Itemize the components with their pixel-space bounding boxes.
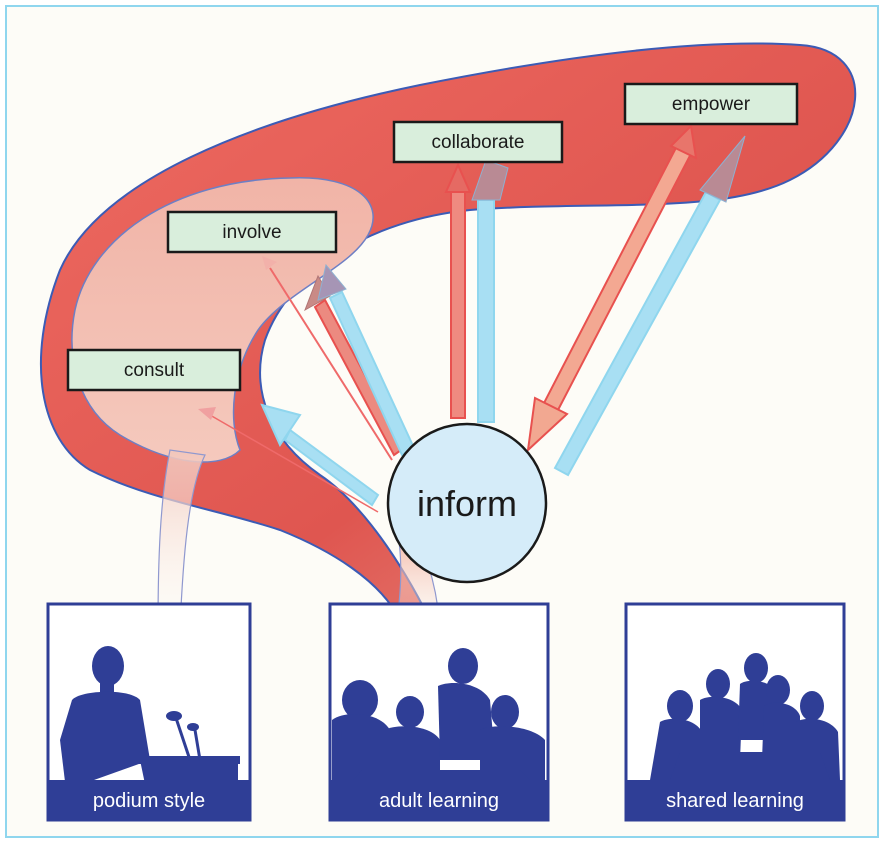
collaborate-label: collaborate — [432, 132, 525, 153]
inform-circle: inform — [386, 422, 548, 584]
panel-shared-learning: shared learning — [624, 602, 846, 822]
red-arrow-from-empower — [526, 123, 698, 453]
blue-arrow-to-empower — [553, 135, 746, 477]
red-arrow-to-collaborate — [444, 162, 472, 419]
panel-podium-style: podium style — [46, 602, 252, 822]
empower-box: empower — [623, 82, 799, 126]
consult-label: consult — [124, 360, 185, 381]
shared-learning-group-icon — [650, 653, 840, 780]
consult-box: consult — [66, 348, 242, 392]
empower-label: empower — [672, 94, 751, 115]
involve-box: involve — [166, 210, 338, 254]
red-arrow-to-consult — [198, 407, 379, 513]
panel-caption-adult: adult learning — [379, 790, 499, 812]
panel-caption-shared: shared learning — [666, 790, 804, 812]
involve-label: involve — [222, 222, 281, 243]
inform-label: inform — [417, 483, 517, 524]
adult-learning-group-icon — [332, 648, 545, 790]
red-arrow-to-involve — [262, 256, 393, 461]
blue-arrow-to-collaborate — [471, 159, 509, 423]
collaborate-box: collaborate — [392, 120, 564, 164]
panel-caption-podium: podium style — [93, 790, 205, 812]
blue-arrow-to-consult — [260, 403, 380, 507]
blue-arrow-to-involve — [317, 263, 416, 457]
panel-adult-learning: adult learning — [328, 602, 550, 822]
